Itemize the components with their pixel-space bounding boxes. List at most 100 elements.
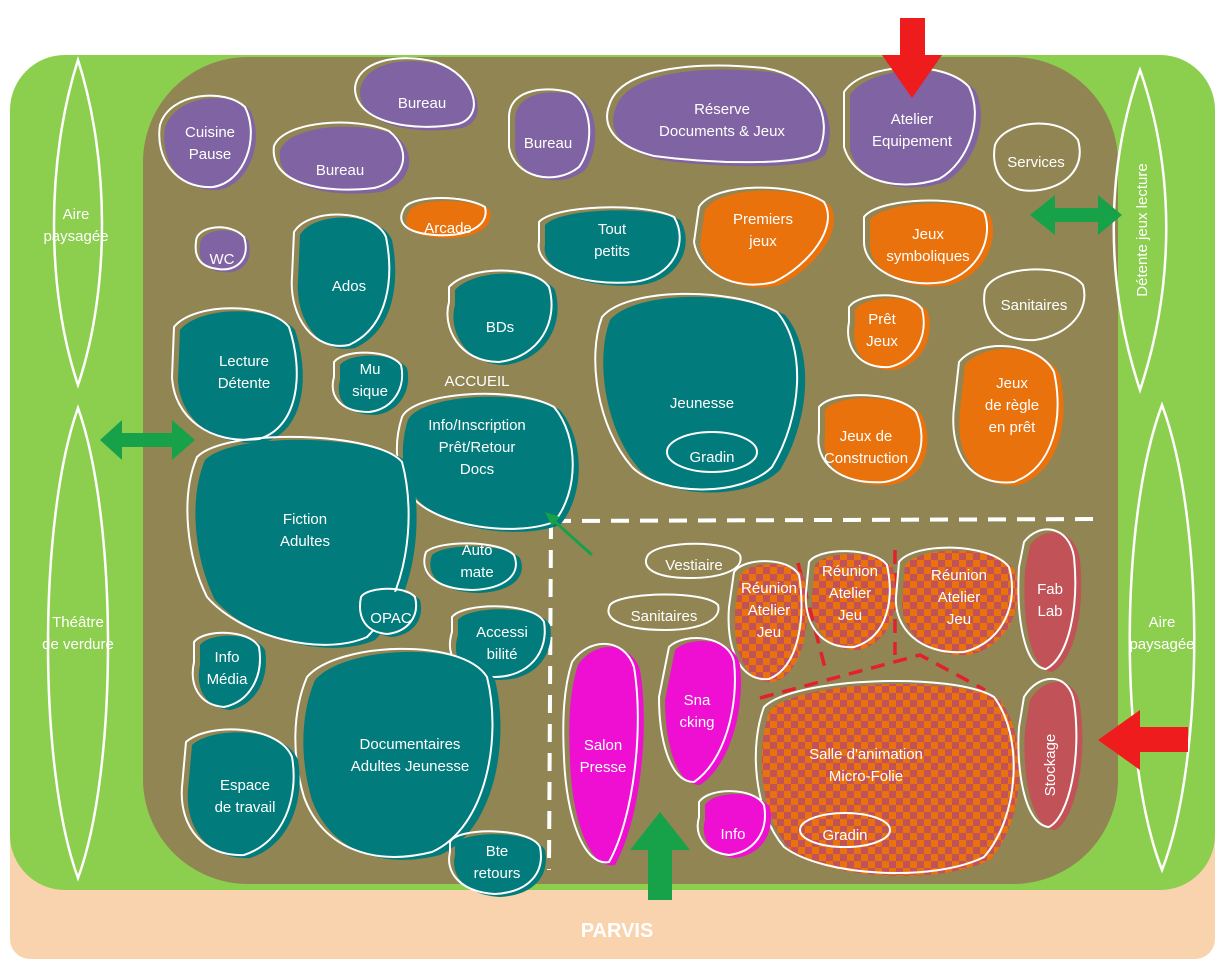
room-wc bbox=[199, 230, 250, 273]
room-accueil bbox=[402, 396, 579, 532]
room-lecture bbox=[178, 311, 303, 443]
label-sanitaires-top: Sanitaires bbox=[1001, 297, 1068, 314]
purple-rooms bbox=[158, 57, 981, 273]
room-bte-retours bbox=[454, 834, 546, 897]
room-gradin-jeunesse bbox=[666, 431, 758, 473]
room-automate bbox=[430, 546, 522, 593]
right-top-outline bbox=[1112, 66, 1168, 394]
label-vestiaire: Vestiaire bbox=[665, 557, 723, 574]
left-bottom-outline bbox=[46, 404, 110, 882]
label-ados: Ados bbox=[332, 278, 366, 295]
red-dashed-line bbox=[759, 653, 986, 700]
red-arrow-top bbox=[882, 18, 942, 98]
room-salle-animation bbox=[761, 683, 1020, 877]
room-pret-jeux bbox=[854, 298, 930, 371]
room-ados bbox=[297, 217, 396, 349]
label-gradin-salle: Gradin bbox=[822, 827, 867, 844]
room-jeux-symboliques bbox=[870, 203, 994, 287]
room-gradin-salle bbox=[799, 812, 891, 848]
room-bureau-2 bbox=[279, 126, 410, 194]
label-services: Services bbox=[1007, 154, 1065, 171]
room-jeunesse bbox=[603, 296, 806, 493]
green-arrow-bottom bbox=[630, 812, 690, 900]
room-sanitaires-bottom bbox=[607, 593, 720, 632]
red-arrow-right bbox=[1098, 710, 1188, 770]
dashed-border-top bbox=[552, 517, 1101, 523]
room-bureau-1 bbox=[360, 61, 478, 131]
label-sanitaires-bottom: Sanitaires bbox=[631, 608, 698, 625]
label-detente-jeux-lecture: Détente jeux lecture bbox=[1134, 163, 1151, 296]
green-arrow-left bbox=[100, 420, 195, 460]
dashed-border-left bbox=[547, 520, 553, 871]
room-salon-presse bbox=[569, 646, 644, 866]
room-musique bbox=[338, 355, 409, 415]
label-bureau2: Bureau bbox=[316, 162, 364, 179]
room-bds bbox=[453, 273, 558, 365]
label-stockage: Stockage bbox=[1042, 734, 1059, 797]
label-info: Info bbox=[720, 826, 745, 843]
room-sanitaires-top-outline bbox=[983, 268, 1086, 342]
label-arcade: Arcade bbox=[424, 220, 472, 237]
room-atelier-equipement bbox=[850, 70, 981, 188]
room-services-outline bbox=[993, 122, 1081, 192]
red-dashed-wall-1 bbox=[796, 562, 827, 669]
room-reunion-3 bbox=[901, 550, 1018, 656]
room-snacking bbox=[665, 641, 741, 785]
green-small-arrow bbox=[545, 512, 594, 557]
room-reunion-2 bbox=[811, 554, 896, 651]
room-tout-petits bbox=[544, 210, 686, 286]
orange-rooms bbox=[400, 186, 1064, 486]
magenta-rooms bbox=[562, 637, 771, 866]
room-bureau-3 bbox=[515, 92, 596, 181]
left-top-outline bbox=[52, 55, 104, 389]
room-reserve bbox=[613, 69, 830, 167]
label-opac: OPAC bbox=[370, 610, 412, 627]
label-bureau1: Bureau bbox=[398, 95, 446, 112]
brick-rooms bbox=[1017, 528, 1083, 830]
label-parvis: PARVIS bbox=[581, 920, 654, 942]
checker-rooms bbox=[727, 546, 1020, 877]
green-arrow-right bbox=[1030, 195, 1122, 235]
room-cuisine bbox=[164, 98, 256, 191]
room-documentaires bbox=[303, 651, 501, 860]
room-accessibilite bbox=[455, 609, 551, 680]
label-gradin-jeunesse: Gradin bbox=[689, 449, 734, 466]
room-jeux-regle bbox=[959, 348, 1064, 486]
teal-rooms bbox=[170, 206, 806, 897]
room-jeux-construction bbox=[824, 398, 928, 486]
label-bds: BDs bbox=[486, 319, 514, 336]
room-vestiaire bbox=[645, 542, 742, 580]
room-stockage bbox=[1024, 681, 1083, 830]
room-arcade bbox=[406, 201, 491, 239]
right-bottom-outline bbox=[1128, 401, 1196, 874]
